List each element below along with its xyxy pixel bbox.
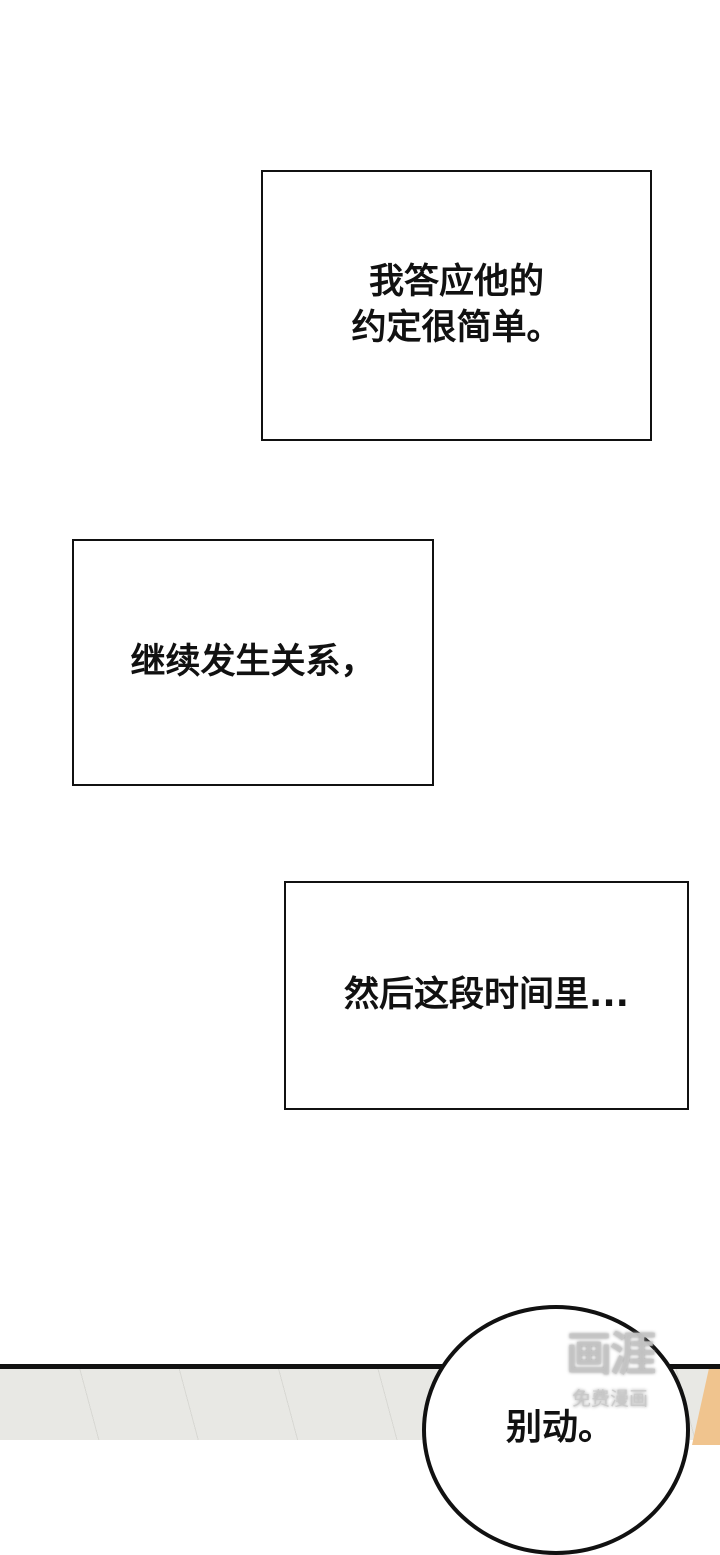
watermark: 画涯 免费漫画 xyxy=(566,1318,656,1411)
caption-box-1: 我答应他的 约定很简单。 xyxy=(261,170,652,441)
watermark-subtitle: 免费漫画 xyxy=(571,1388,648,1410)
caption-text-1: 我答应他的 约定很简单。 xyxy=(351,262,562,348)
caption-text-3: 然后这段时间里... xyxy=(344,974,629,1015)
caption-box-3: 然后这段时间里... xyxy=(284,881,689,1110)
watermark-logo: 画涯 xyxy=(566,1327,656,1381)
caption-text-2: 继续发生关系， xyxy=(130,641,376,682)
caption-box-2: 继续发生关系， xyxy=(72,539,434,786)
